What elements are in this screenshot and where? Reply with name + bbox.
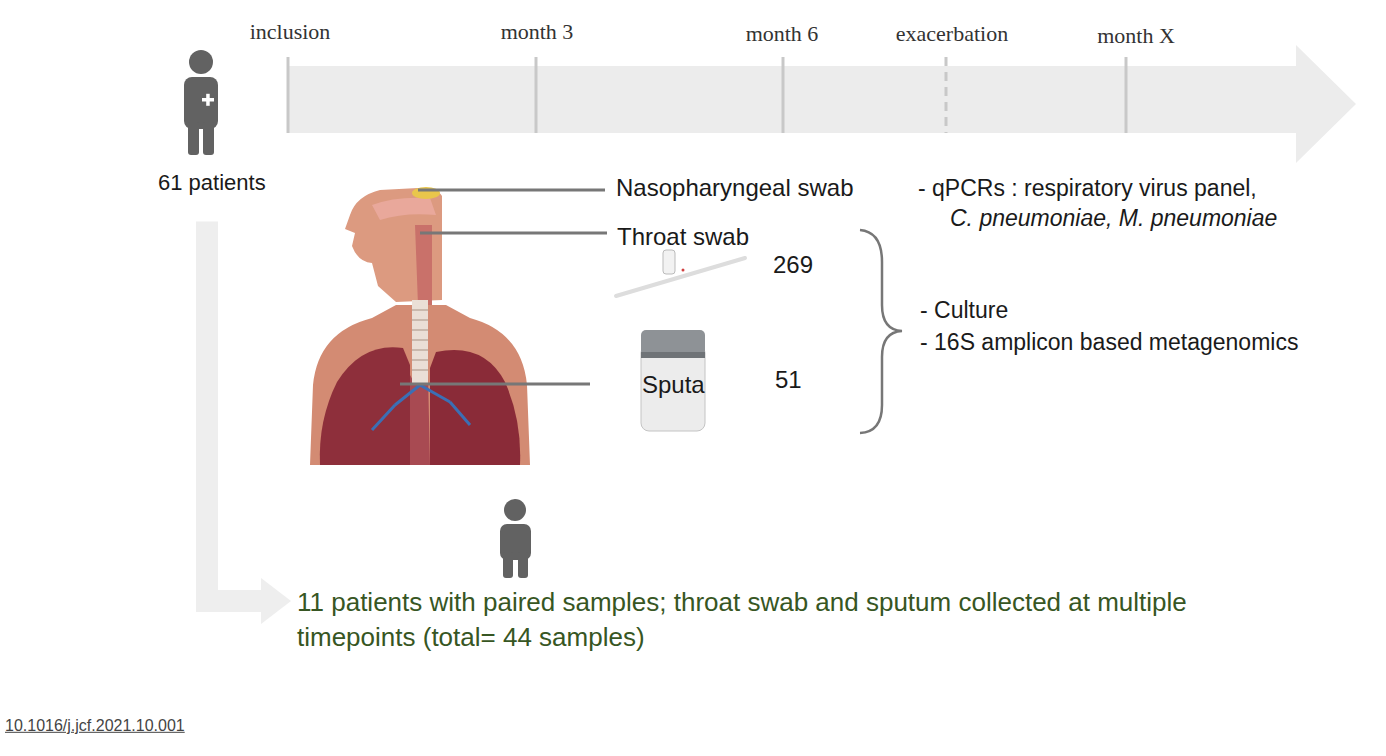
anatomy-illustration (310, 187, 530, 465)
sample-label: Throat swab (617, 223, 749, 251)
analysis-item: - 16S amplicon based metagenomics (920, 329, 1298, 355)
curly-bracket (860, 230, 902, 433)
analysis-item: C. pneumoniae, M. pneumoniae (950, 205, 1277, 231)
node-text: 61 patients (158, 170, 266, 196)
node-text: 11 patients with paired samples; throat … (297, 585, 1237, 655)
timepoint-label: month 6 (746, 21, 819, 46)
timeline-arrow (288, 45, 1356, 163)
sample-count: 269 (773, 251, 813, 279)
patient-icon (184, 50, 218, 155)
subset-note: 11 patients with paired samples; throat … (297, 585, 1237, 655)
patient-icon (500, 499, 531, 578)
cohort-label: 61 patients (158, 170, 266, 196)
doi-reference: 10.1016/j.jcf.2021.10.001 (5, 717, 185, 735)
analysis-item: - Culture (920, 297, 1008, 323)
swab-picture (616, 250, 745, 296)
sputum-jar (641, 330, 705, 431)
sample-count: 51 (775, 366, 802, 394)
sample-label: Nasopharyngeal swab (616, 174, 853, 202)
analysis-item: - qPCRs : respiratory virus panel, (918, 175, 1257, 201)
timepoint-label: exacerbation (896, 21, 1008, 46)
timepoint-label: month 3 (501, 19, 574, 44)
timepoint-label: inclusion (250, 19, 331, 44)
sample-label: Sputa (642, 371, 705, 399)
timepoint-label: month X (1097, 23, 1175, 48)
leader-line (400, 190, 607, 384)
flow-arrow (207, 221, 261, 601)
timeline-ticks (288, 57, 1126, 133)
